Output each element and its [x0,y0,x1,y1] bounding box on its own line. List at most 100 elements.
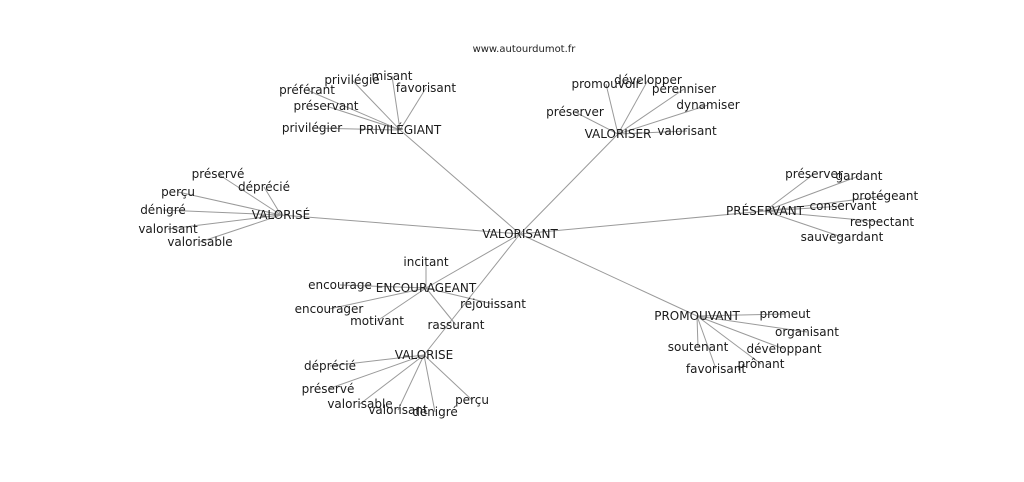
related-word[interactable]: valorisant [368,403,428,417]
related-word[interactable]: rassurant [428,318,485,332]
edge-hub-word [162,209,282,216]
edge-hub-word [617,130,688,135]
hub-word[interactable]: PRÉSERVANT [726,203,805,218]
edge-hub-word [764,195,886,212]
edge-center-hub [519,210,766,235]
edge-hub-word [391,75,401,131]
hub-word[interactable]: PROMOUVANT [654,309,740,323]
edge-hub-word [217,173,282,216]
hub-word[interactable]: PRIVILÉGIANT [359,122,442,137]
edge-hub-word [764,173,815,212]
edge-hub-word [696,315,717,370]
related-word[interactable]: promouvoir [572,77,641,91]
related-word[interactable]: encourager [295,302,364,316]
edge-hub-word [764,210,883,223]
related-word[interactable]: déprécié [304,359,356,373]
edge-hub-word [617,88,685,135]
edge-hub-word [423,354,436,413]
edge-hub-word [696,315,699,348]
edge-center-hub [423,233,521,356]
related-word[interactable]: réjouissant [460,297,526,311]
edge-center-hub [425,233,521,289]
related-word[interactable]: respectant [850,215,915,229]
edge-hub-word [306,89,401,131]
edge-hub-word [397,354,425,411]
related-word[interactable]: préservé [302,382,355,396]
edge-hub-word [764,175,860,212]
edge-center-hub [399,129,521,235]
related-word[interactable]: motivant [350,314,404,328]
hub-word[interactable]: ENCOURAGEANT [376,281,477,295]
related-word[interactable]: valorisable [327,397,392,411]
hub-word[interactable]: VALORISER [585,127,652,141]
center-word[interactable]: VALORISANT [482,227,558,241]
related-word[interactable]: incitant [403,255,449,269]
related-word[interactable]: promeut [759,307,810,321]
related-word[interactable]: dynamiser [676,98,739,112]
related-word[interactable]: dénigré [412,405,458,419]
edge-hub-word [177,191,282,216]
edge-hub-word [696,315,808,333]
related-word[interactable]: préférant [279,83,335,97]
related-word[interactable]: prônant [738,357,785,371]
edge-hub-word [425,287,494,305]
related-word[interactable]: favorisant [686,362,747,376]
related-word[interactable]: dénigré [140,203,186,217]
related-word[interactable]: soutenant [668,340,729,354]
edge-hub-word [764,205,844,212]
related-word[interactable]: préserver [785,167,843,181]
edge-center-hub [519,133,619,235]
related-word[interactable]: valorisant [657,124,717,138]
edge-hub-word [376,287,427,322]
edge-hub-word [311,127,401,131]
edge-hub-word [399,87,427,131]
related-word[interactable]: valorisant [138,222,198,236]
edge-hub-word [605,83,619,135]
edge-hub-word [574,111,619,135]
related-word[interactable]: conservant [810,199,877,213]
related-word[interactable]: préserver [546,105,604,119]
edge-hub-word [339,284,427,289]
related-word[interactable]: préservant [293,99,358,113]
edges-layer [162,75,886,413]
edge-hub-word [425,287,457,326]
related-word[interactable]: privilégier [282,121,342,135]
edge-hub-word [696,315,762,365]
related-word[interactable]: développant [746,342,821,356]
edge-hub-word [329,354,425,367]
edge-center-hub [280,214,521,235]
related-word[interactable]: encourage [308,278,372,292]
edge-hub-word [327,354,425,390]
edge-hub-word [359,354,425,405]
related-word[interactable]: pérenniser [652,82,716,96]
related-word[interactable]: misant [372,69,413,83]
related-word[interactable]: privilégie [324,73,379,87]
edge-hub-word [617,104,709,135]
related-word[interactable]: développer [614,73,682,87]
edge-hub-word [617,79,649,135]
edge-hub-word [696,315,785,350]
related-word[interactable]: favorisant [396,81,457,95]
related-word[interactable]: déprécié [238,180,290,194]
edge-hub-word [325,105,401,131]
related-word[interactable]: protégeant [852,189,919,203]
edge-hub-word [263,186,282,216]
edge-hub-word [328,287,427,310]
site-label: www.autourdumot.fr [473,44,577,55]
edge-hub-word [696,313,786,317]
related-word[interactable]: perçu [161,185,195,199]
hub-word[interactable]: VALORISE [395,348,453,362]
edge-hub-word [167,214,282,230]
related-word[interactable]: perçu [455,393,489,407]
edge-hub-word [764,210,843,238]
related-word[interactable]: gardant [836,169,883,183]
related-word[interactable]: organisant [775,325,839,339]
related-word[interactable]: valorisable [167,235,232,249]
edge-center-hub [519,233,698,317]
edge-hub-word [351,79,401,131]
edge-hub-word [199,214,282,243]
related-word[interactable]: sauvegardant [801,230,884,244]
hub-word[interactable]: VALORISÉ [252,207,310,222]
related-word[interactable]: préservé [192,167,245,181]
